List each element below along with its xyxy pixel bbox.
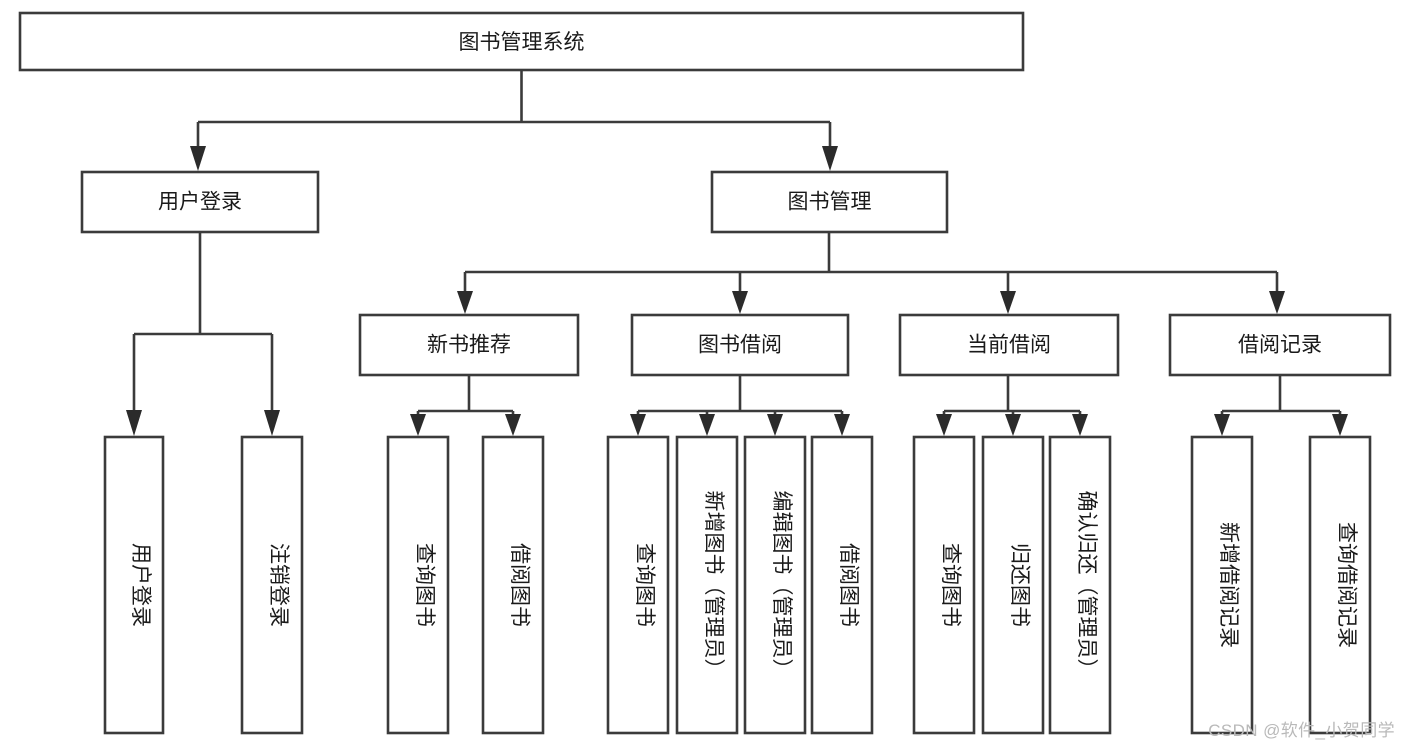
leaf-confirm-return[interactable]: 确认归还（管理员）	[1048, 435, 1112, 735]
leaf-borrow-book-2-label: 借阅图书	[837, 543, 860, 627]
leaf-query-book-1-label: 查询图书	[413, 543, 436, 627]
csdn-watermark: CSDN @软件_小贺同学	[1208, 721, 1395, 740]
connector-root-to-level2	[190, 70, 838, 171]
leaf-query-book-3-label: 查询图书	[939, 543, 962, 627]
leaf-query-book-2[interactable]: 查询图书	[606, 435, 670, 735]
node-user-login[interactable]: 用户登录	[80, 170, 320, 234]
node-current-borrow-label: 当前借阅	[967, 334, 1051, 357]
node-new-book-recommend[interactable]: 新书推荐	[358, 313, 580, 377]
leaf-confirm-return-label: 确认归还（管理员）	[1075, 491, 1098, 680]
leaf-user-login-label: 用户登录	[129, 543, 152, 627]
node-borrow-record-label: 借阅记录	[1238, 334, 1322, 357]
node-book-borrow[interactable]: 图书借阅	[630, 313, 850, 377]
leaf-borrow-book-1-label: 借阅图书	[508, 543, 531, 627]
leaf-add-record-label: 新增借阅记录	[1217, 522, 1240, 648]
node-new-book-recommend-label: 新书推荐	[427, 334, 511, 357]
node-book-management-label: 图书管理	[788, 191, 872, 214]
node-borrow-record[interactable]: 借阅记录	[1168, 313, 1392, 377]
leaf-query-record-label: 查询借阅记录	[1335, 522, 1358, 648]
leaf-return-book[interactable]: 归还图书	[981, 435, 1045, 735]
node-book-management[interactable]: 图书管理	[710, 170, 949, 234]
leaf-return-book-label: 归还图书	[1008, 543, 1031, 627]
connector-borrow-record-to-leaves	[1214, 375, 1348, 436]
node-user-login-label: 用户登录	[158, 191, 242, 214]
connector-book-borrow-to-leaves	[630, 375, 850, 436]
leaf-query-book-3[interactable]: 查询图书	[912, 435, 976, 735]
connector-new-book-recommend-to-leaves	[410, 375, 521, 436]
leaf-add-book-label: 新增图书（管理员）	[702, 491, 725, 680]
leaf-borrow-book-2[interactable]: 借阅图书	[810, 435, 874, 735]
leaf-logout-label: 注销登录	[267, 543, 290, 627]
leaf-edit-book[interactable]: 编辑图书（管理员）	[743, 435, 807, 735]
connector-user-login-to-leaves	[126, 232, 280, 436]
node-root-label: 图书管理系统	[459, 31, 585, 54]
leaf-query-record[interactable]: 查询借阅记录	[1308, 435, 1372, 735]
node-root[interactable]: 图书管理系统	[18, 11, 1025, 72]
leaf-query-book-1[interactable]: 查询图书	[386, 435, 450, 735]
leaf-logout[interactable]: 注销登录	[240, 435, 304, 735]
leaf-query-book-2-label: 查询图书	[633, 543, 656, 627]
leaf-edit-book-label: 编辑图书（管理员）	[770, 491, 793, 680]
node-book-borrow-label: 图书借阅	[698, 334, 782, 357]
connector-current-borrow-to-leaves	[936, 375, 1088, 436]
leaf-borrow-book-1[interactable]: 借阅图书	[481, 435, 545, 735]
leaf-add-book[interactable]: 新增图书（管理员）	[675, 435, 739, 735]
connector-book-management-to-level3	[457, 232, 1285, 314]
node-current-borrow[interactable]: 当前借阅	[898, 313, 1120, 377]
leaf-add-record[interactable]: 新增借阅记录	[1190, 435, 1254, 735]
leaf-user-login[interactable]: 用户登录	[103, 435, 165, 735]
